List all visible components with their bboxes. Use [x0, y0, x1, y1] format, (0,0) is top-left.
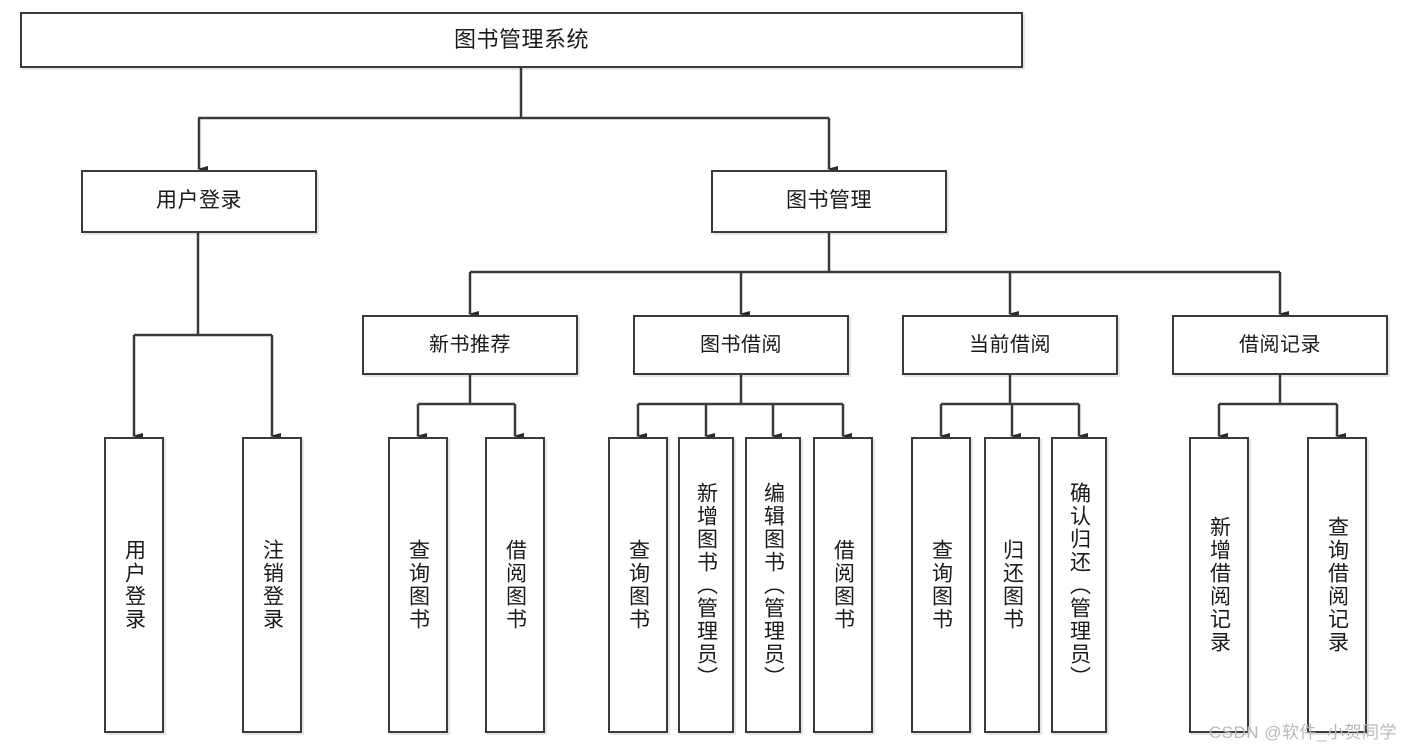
node-label: 新增图书（管理员）	[694, 481, 718, 689]
node-label: 借阅图书	[831, 539, 855, 631]
node-label: 确认归还（管理员）	[1067, 481, 1091, 689]
node-label: 用户登录	[156, 189, 242, 213]
node-label: 编辑图书（管理员）	[761, 481, 785, 689]
node-root[interactable]: 图书管理系统	[20, 12, 1023, 68]
node-label: 借阅图书	[503, 539, 527, 631]
connector-lines	[132, 68, 1346, 439]
node-label: 归还图书	[1000, 539, 1024, 631]
node-label: 查询图书	[929, 539, 953, 631]
node-label: 新书推荐	[429, 333, 511, 356]
node-leaf-query-book-2[interactable]: 查询图书	[608, 437, 668, 733]
node-leaf-confirm-return[interactable]: 确认归还（管理员）	[1051, 437, 1107, 733]
node-leaf-user-login[interactable]: 用户登录	[104, 437, 164, 733]
node-leaf-edit-book[interactable]: 编辑图书（管理员）	[745, 437, 801, 733]
node-leaf-query-book-3[interactable]: 查询图书	[911, 437, 971, 733]
node-label: 图书借阅	[700, 333, 782, 356]
node-label: 新增借阅记录	[1207, 516, 1231, 654]
node-new-book-rec[interactable]: 新书推荐	[362, 315, 578, 375]
node-leaf-query-book-1[interactable]: 查询图书	[388, 437, 448, 733]
node-label: 查询借阅记录	[1325, 516, 1349, 654]
node-label: 当前借阅	[969, 333, 1051, 356]
node-leaf-borrow-book-1[interactable]: 借阅图书	[485, 437, 545, 733]
node-book-borrow[interactable]: 图书借阅	[633, 315, 849, 375]
node-leaf-query-record[interactable]: 查询借阅记录	[1307, 437, 1367, 733]
node-leaf-add-record[interactable]: 新增借阅记录	[1189, 437, 1249, 733]
node-borrow-record[interactable]: 借阅记录	[1172, 315, 1388, 375]
node-user-login[interactable]: 用户登录	[81, 170, 317, 233]
node-leaf-borrow-book-2[interactable]: 借阅图书	[813, 437, 873, 733]
node-book-manage[interactable]: 图书管理	[711, 170, 947, 233]
node-label: 用户登录	[122, 539, 146, 631]
node-current-borrow[interactable]: 当前借阅	[902, 315, 1118, 375]
node-leaf-return-book[interactable]: 归还图书	[984, 437, 1040, 733]
node-leaf-logout[interactable]: 注销登录	[242, 437, 302, 733]
node-leaf-add-book[interactable]: 新增图书（管理员）	[678, 437, 734, 733]
watermark-text: CSDN @软件_小贺同学	[1208, 723, 1397, 742]
node-label: 借阅记录	[1239, 333, 1321, 356]
node-label: 图书管理系统	[453, 27, 589, 53]
node-label: 注销登录	[260, 539, 284, 631]
node-label: 查询图书	[626, 539, 650, 631]
node-label: 查询图书	[406, 539, 430, 631]
node-label: 图书管理	[786, 189, 872, 213]
